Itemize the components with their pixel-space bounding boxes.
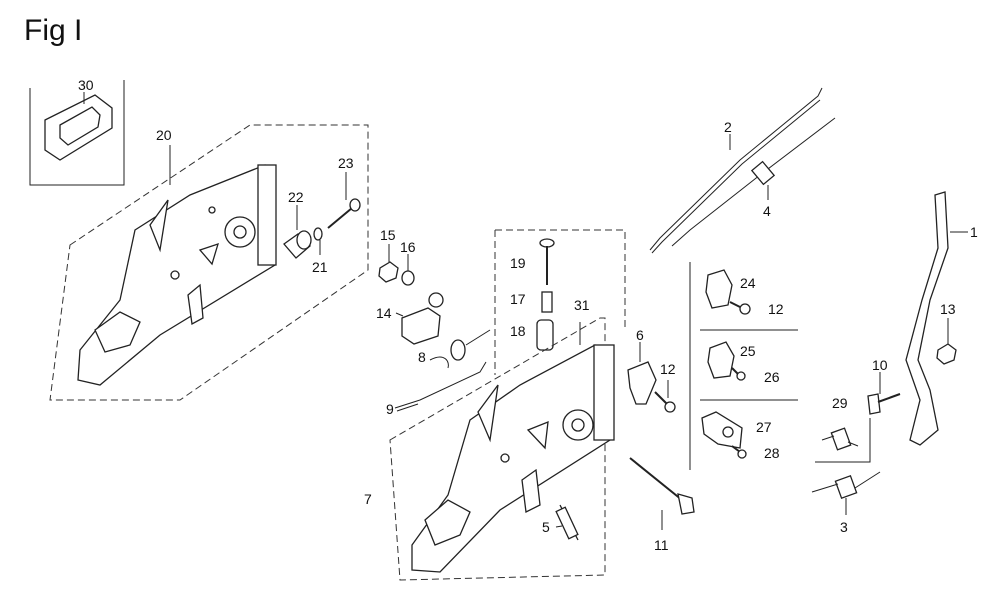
spring-3	[811, 471, 881, 515]
washer-21	[313, 227, 323, 255]
control-base-assembly-20	[49, 124, 369, 401]
callout-10: 10	[872, 357, 888, 373]
callout-2: 2	[724, 119, 732, 135]
spring-8	[429, 329, 491, 369]
gasket-30	[29, 80, 125, 186]
parts-panel-24-28	[689, 262, 798, 470]
callout-11: 11	[654, 537, 669, 553]
callout-9: 9	[386, 401, 394, 417]
callout-14: 14	[376, 305, 392, 321]
callout-3: 3	[840, 519, 848, 535]
spring-29	[815, 418, 871, 463]
callout-17: 17	[510, 291, 526, 307]
callout-18: 18	[510, 323, 526, 339]
callout-7: 7	[364, 491, 372, 507]
bolt-12-panel	[729, 301, 751, 315]
callout-12-panel: 12	[768, 301, 784, 317]
bracket-14	[395, 292, 444, 345]
spring-5	[555, 504, 579, 541]
bolt-23	[327, 172, 361, 229]
callout-22: 22	[288, 189, 304, 205]
rod-9	[394, 361, 487, 412]
figure-title: Fig I	[24, 14, 83, 47]
callout-25: 25	[740, 343, 756, 359]
callout-8: 8	[418, 349, 426, 365]
callout-12-center: 12	[660, 361, 676, 377]
callout-21: 21	[312, 259, 328, 275]
callout-13: 13	[940, 301, 956, 317]
callout-26: 26	[764, 369, 780, 385]
callout-20: 20	[156, 127, 172, 143]
callout-31: 31	[574, 297, 590, 313]
bracket-27	[701, 411, 743, 449]
bolt-11	[629, 457, 695, 530]
nut-13	[936, 318, 957, 365]
callout-4: 4	[763, 203, 771, 219]
callout-15: 15	[380, 227, 396, 243]
bolt-12-center	[654, 380, 676, 413]
screw-28	[731, 445, 747, 459]
block-25	[707, 341, 735, 379]
bolt-10	[867, 372, 901, 415]
plate-6	[627, 342, 657, 405]
bolt-19	[539, 238, 555, 285]
callout-23: 23	[338, 155, 354, 171]
screw-26	[731, 367, 746, 381]
callout-6: 6	[636, 327, 644, 343]
spring-rod-4	[671, 117, 836, 247]
block-24	[705, 269, 733, 309]
washer-16	[401, 254, 415, 286]
spring-17	[541, 291, 553, 313]
callout-19: 19	[510, 255, 526, 271]
callout-27: 27	[756, 419, 772, 435]
callout-30: 30	[78, 77, 94, 93]
callout-28: 28	[764, 445, 780, 461]
collar-18	[536, 319, 554, 351]
collar-22	[283, 205, 312, 259]
callout-24: 24	[740, 275, 756, 291]
callout-1: 1	[970, 224, 978, 240]
nut-15	[378, 244, 399, 283]
callout-16: 16	[400, 239, 416, 255]
control-base-assembly-7	[389, 317, 615, 581]
callout-29: 29	[832, 395, 848, 411]
lever-1	[905, 191, 968, 446]
callout-5: 5	[542, 519, 550, 535]
rod-2	[649, 87, 823, 254]
